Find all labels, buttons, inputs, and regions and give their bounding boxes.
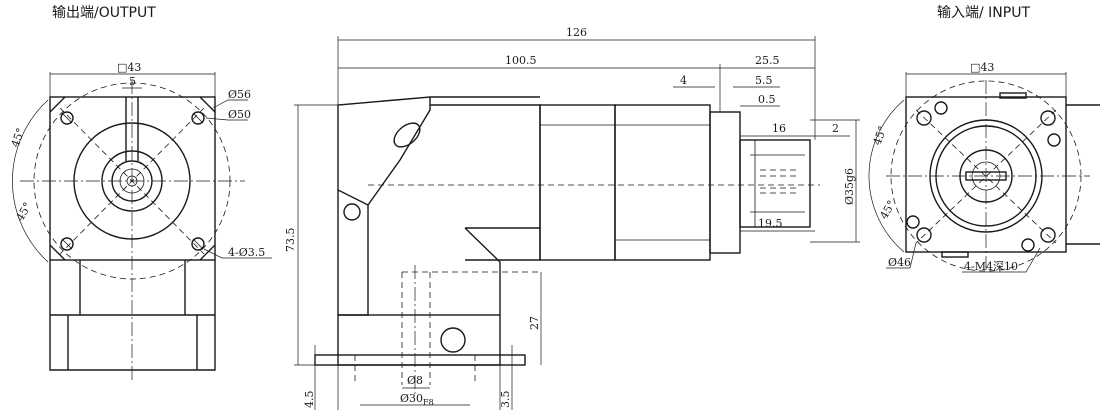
side-dim-small-lines [673, 86, 780, 107]
side-dim-2: 2 [832, 122, 839, 135]
side-dim-255: 25.5 [755, 54, 780, 67]
input-diagonals [915, 109, 1057, 244]
side-clamp-lines [760, 169, 800, 194]
output-flange-outline [49, 96, 216, 261]
side-dim-16: 16 [772, 122, 786, 135]
output-key [125, 97, 139, 161]
input-thread-tl [934, 101, 948, 115]
input-body-lines [1066, 104, 1100, 245]
side-dim-height-line [294, 104, 338, 366]
side-housing-left [337, 190, 369, 316]
output-angle-bottom: 45° [13, 200, 34, 223]
input-angle-bottom: 45° [877, 198, 898, 221]
side-dim-shaft: Ø8 [407, 374, 423, 387]
input-thread-br [1021, 238, 1035, 252]
side-adapter [709, 111, 741, 254]
side-hole-left [343, 203, 361, 221]
side-base-plate [314, 354, 526, 366]
input-title: 输入端/ INPUT [937, 5, 1030, 21]
side-slot-upper [393, 122, 421, 148]
input-hole-tl [916, 110, 932, 126]
input-thread-tr [1047, 133, 1061, 147]
output-title: 输出端/OUTPUT [52, 5, 156, 21]
input-square-dim: □43 [970, 61, 994, 74]
output-pcd-leaders [205, 99, 248, 121]
side-dim-195: 19.5 [758, 217, 783, 230]
output-hole-tr [191, 111, 205, 125]
input-threads-leader [962, 247, 1041, 273]
side-dim-4: 4 [680, 74, 687, 87]
side-dim-05: 0.5 [758, 93, 776, 106]
output-holes-leader [203, 248, 272, 259]
side-section-2 [614, 104, 711, 261]
side-dim-1005: 100.5 [505, 54, 537, 67]
input-angle-arc [868, 99, 905, 253]
output-pcd-inner: Ø50 [228, 108, 251, 121]
output-square-dim-line [49, 72, 216, 97]
side-base-block [337, 314, 501, 366]
output-angle-top: 45° [9, 126, 28, 149]
output-key-dim: 5 [129, 75, 136, 88]
output-holes-label: 4-Ø3.5 [228, 246, 265, 259]
input-end-view: □43 45° 45° Ø46 4-M4深10 [868, 61, 1100, 273]
side-dim-1005-line [338, 64, 721, 112]
input-thread-bl [906, 215, 920, 229]
input-pcd: Ø46 [888, 256, 911, 269]
input-angle-top: 45° [871, 124, 890, 147]
side-dim-35: 3.5 [499, 391, 512, 409]
side-dim-35-line [499, 345, 513, 410]
side-lower-angle [464, 227, 540, 315]
side-section-1 [539, 104, 616, 261]
output-end-view: □43 5 45° 45° Ø56 Ø50 4-Ø3.5 [9, 61, 272, 380]
input-hole-tr [1040, 110, 1056, 126]
output-hole-tl [60, 111, 74, 125]
side-dim-45: 4.5 [303, 391, 316, 409]
side-dim-bore: Ø35g6 [843, 168, 856, 205]
side-hidden-lines [354, 184, 820, 385]
input-top-tab [999, 92, 1027, 99]
side-section-lines [540, 124, 710, 241]
output-pcd-outer: Ø56 [228, 88, 251, 101]
output-hole-marks [61, 112, 204, 250]
side-dim-bore-line [810, 119, 860, 243]
input-bottom-tab [941, 251, 969, 258]
input-pcd-leader [886, 242, 917, 269]
side-central-body [430, 104, 541, 261]
output-square-dim: □43 [117, 61, 141, 74]
side-input-inner [750, 140, 805, 227]
side-dim-126-line [337, 36, 816, 140]
side-dim-55: 5.5 [755, 74, 773, 87]
output-hole-bl [60, 237, 74, 251]
side-dim-27: 27 [528, 316, 541, 330]
output-flange-chamfers [49, 96, 216, 261]
side-input-flange [739, 139, 811, 228]
output-angle-arc [12, 99, 49, 263]
side-base-hole [440, 327, 466, 353]
side-dim-45-line [314, 345, 339, 410]
output-hole-br [191, 237, 205, 251]
side-angled-body [337, 96, 431, 206]
input-centerlines [886, 80, 1090, 270]
side-dim-spigot: Ø30F8 [400, 392, 434, 407]
side-dim-height: 73.5 [284, 228, 297, 253]
output-lower-housing [49, 260, 216, 371]
input-square-dim-line [905, 72, 1067, 97]
input-hole-bl [916, 227, 932, 243]
input-hole-br [1040, 227, 1056, 243]
input-threads: 4-M4深10 [964, 260, 1018, 273]
side-dim-126: 126 [566, 26, 587, 39]
output-centerlines [20, 80, 245, 380]
side-view: 126 100.5 25.5 4 5.5 0.5 16 2 19.5 Ø35g6… [284, 26, 860, 410]
